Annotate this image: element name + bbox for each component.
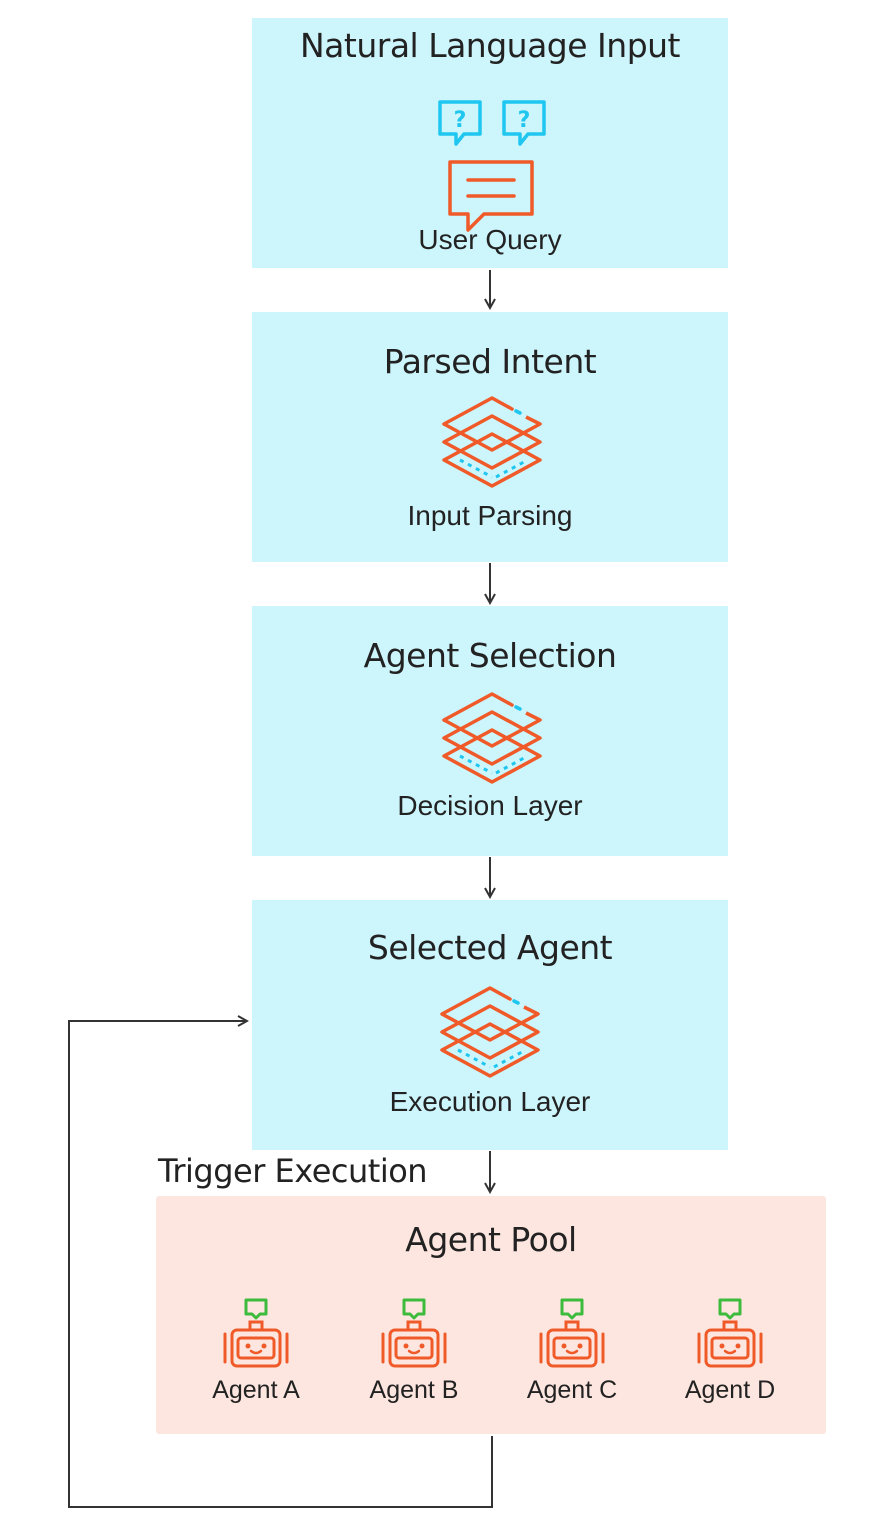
agent-b: Agent B [344,1296,484,1405]
layers-icon [442,692,542,784]
agent-a: Agent A [186,1296,326,1405]
robot-icon [697,1298,763,1368]
agent-c: Agent C [502,1296,642,1405]
robot-icon [381,1298,447,1368]
node-title: Selected Agent [367,928,613,967]
node-subtitle: Execution Layer [389,1086,591,1117]
node-parsed-intent: Parsed Intent Input Parsing [252,312,728,562]
node-title: Natural Language Input [299,26,681,65]
agent-label: Agent A [212,1376,300,1404]
node-natural-language-input: Natural Language Input ? ? User Query [252,18,728,268]
node-agent-selection: Agent Selection Decision Layer [252,606,728,856]
agent-pool: Agent Pool Agent A [156,1196,826,1434]
node-subtitle: Decision Layer [397,790,583,821]
layers-icon [442,396,542,488]
robot-icon [539,1298,605,1368]
node-title: Parsed Intent [383,342,597,381]
pool-title: Agent Pool [405,1220,577,1259]
layers-icon [440,986,540,1078]
svg-text:?: ? [454,108,467,133]
agent-d: Agent D [660,1296,800,1405]
agent-label: Agent C [526,1376,618,1404]
agent-label: Agent D [684,1376,776,1404]
node-title: Agent Selection [363,636,617,675]
agent-label: Agent B [369,1376,459,1404]
chat-question-icon: ? ? [438,100,546,232]
node-subtitle: User Query [418,224,562,255]
svg-text:?: ? [518,108,531,133]
node-selected-agent: Selected Agent Execution Layer [252,900,728,1150]
robot-icon [223,1298,289,1368]
edge-label-trigger-execution: Trigger Execution [158,1152,428,1190]
arrow-pool-feedback-loop [68,1021,493,1508]
node-subtitle: Input Parsing [407,500,573,531]
